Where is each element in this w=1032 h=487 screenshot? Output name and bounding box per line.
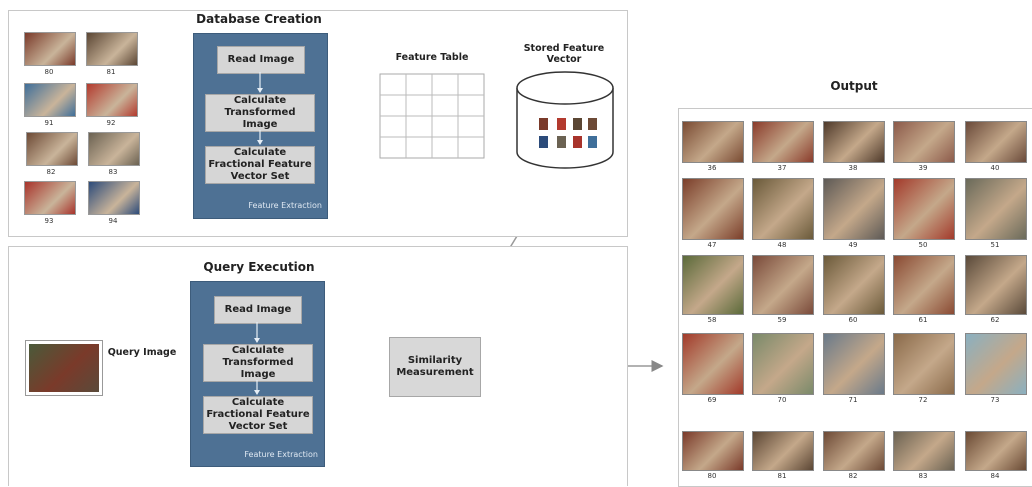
output-image-label: 84	[990, 472, 1000, 480]
output-image	[752, 255, 814, 315]
stored-feature-vector-label: Stored Feature Vector	[523, 43, 605, 65]
transform-step-query: Calculate Transformed Image	[203, 344, 313, 382]
database-thumbnail-label: 91	[44, 119, 54, 127]
database-creation-title: Database Creation	[196, 12, 322, 26]
query-image	[26, 341, 102, 395]
output-image	[682, 255, 744, 315]
database-thumbnail	[86, 83, 138, 117]
query-execution-title: Query Execution	[203, 260, 315, 274]
output-image-label: 37	[777, 164, 787, 172]
feature-extraction-label-query: Feature Extraction	[244, 450, 318, 459]
output-image-label: 62	[990, 316, 1000, 324]
feature-table-label: Feature Table	[395, 52, 469, 63]
fractional-step-db: Calculate Fractional Feature Vector Set	[205, 146, 315, 184]
feature-extraction-label-db: Feature Extraction	[248, 201, 322, 210]
output-image-label: 72	[918, 396, 928, 404]
output-image	[823, 255, 885, 315]
output-image-label: 61	[918, 316, 928, 324]
output-image-label: 58	[707, 316, 717, 324]
output-image-label: 51	[990, 241, 1000, 249]
output-image-label: 40	[990, 164, 1000, 172]
similarity-measurement-box: Similarity Measurement	[389, 337, 481, 397]
output-image-label: 50	[918, 241, 928, 249]
output-image-label: 83	[918, 472, 928, 480]
output-image	[965, 255, 1027, 315]
database-thumbnail	[24, 181, 76, 215]
output-image	[752, 121, 814, 163]
output-image	[823, 333, 885, 395]
database-thumbnail	[24, 32, 76, 66]
output-image	[752, 431, 814, 471]
output-image	[965, 333, 1027, 395]
output-image-label: 48	[777, 241, 787, 249]
output-image	[893, 178, 955, 240]
output-image-label: 80	[707, 472, 717, 480]
output-title: Output	[830, 79, 878, 93]
output-image	[682, 121, 744, 163]
output-image-label: 73	[990, 396, 1000, 404]
output-image	[752, 178, 814, 240]
fractional-step-query: Calculate Fractional Feature Vector Set	[203, 396, 313, 434]
output-image	[893, 255, 955, 315]
database-thumbnail-label: 93	[44, 217, 54, 225]
output-image-label: 81	[777, 472, 787, 480]
database-thumbnail-label: 81	[106, 68, 116, 76]
database-thumbnail-label: 83	[108, 168, 118, 176]
database-thumbnail-label: 80	[44, 68, 54, 76]
output-image-label: 70	[777, 396, 787, 404]
output-image	[823, 121, 885, 163]
transform-step-db: Calculate Transformed Image	[205, 94, 315, 132]
output-image	[893, 121, 955, 163]
database-thumbnail	[26, 132, 78, 166]
output-image	[893, 333, 955, 395]
read-image-step-db: Read Image	[217, 46, 305, 74]
database-thumbnail	[88, 181, 140, 215]
output-image	[823, 178, 885, 240]
output-image	[682, 178, 744, 240]
output-image	[682, 431, 744, 471]
output-image-label: 39	[918, 164, 928, 172]
output-image-label: 82	[848, 472, 858, 480]
database-thumbnail-label: 94	[108, 217, 118, 225]
output-image-label: 49	[848, 241, 858, 249]
output-image-label: 60	[848, 316, 858, 324]
read-image-step-query: Read Image	[214, 296, 302, 324]
database-thumbnail	[24, 83, 76, 117]
output-image	[965, 178, 1027, 240]
output-image	[752, 333, 814, 395]
output-image-label: 38	[848, 164, 858, 172]
output-image-label: 69	[707, 396, 717, 404]
output-image	[823, 431, 885, 471]
database-thumbnail	[86, 32, 138, 66]
output-image	[965, 431, 1027, 471]
database-thumbnail-label: 92	[106, 119, 116, 127]
output-image	[893, 431, 955, 471]
output-image-label: 36	[707, 164, 717, 172]
database-thumbnail-label: 82	[46, 168, 56, 176]
output-image	[682, 333, 744, 395]
output-image	[965, 121, 1027, 163]
output-image-label: 71	[848, 396, 858, 404]
database-thumbnail	[88, 132, 140, 166]
output-image-label: 59	[777, 316, 787, 324]
output-image-label: 47	[707, 241, 717, 249]
query-image-label: Query Image	[107, 347, 177, 358]
